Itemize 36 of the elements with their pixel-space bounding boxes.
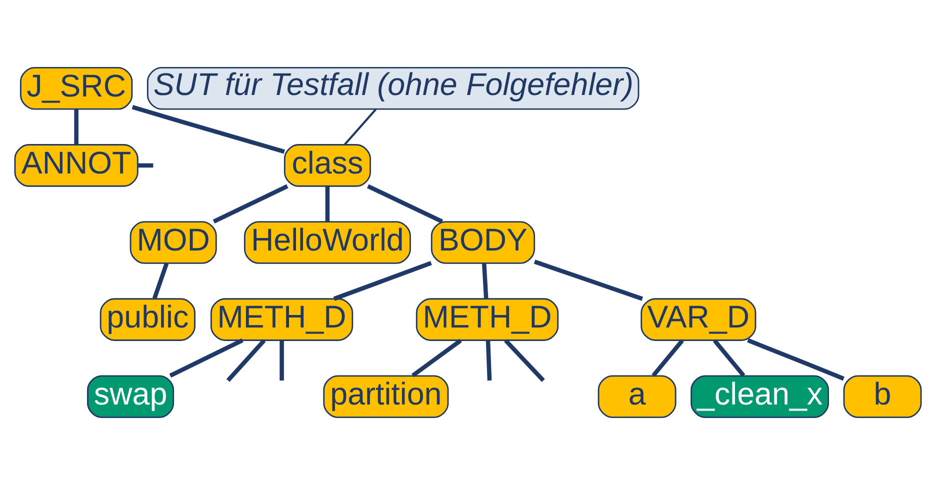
- node-box: J_SRC: [20, 67, 133, 110]
- connector: [152, 262, 169, 300]
- connector: [226, 339, 266, 382]
- connector: [482, 263, 488, 299]
- node-box: swap: [87, 375, 174, 418]
- node-box: VAR_D: [640, 298, 756, 341]
- node-box: b: [843, 375, 922, 418]
- node-box: class: [284, 144, 371, 187]
- node-box: METH_D: [416, 298, 559, 341]
- node-box: METH_D: [210, 298, 354, 341]
- connector: [132, 105, 285, 154]
- connector: [366, 184, 444, 224]
- node-box: BODY: [430, 221, 536, 264]
- node-box: partition: [323, 375, 449, 418]
- node-box: a: [598, 375, 676, 418]
- node-box: _clean_x: [690, 375, 829, 418]
- node-box: SUT für Testfall (ohne Folgefehler): [146, 67, 640, 110]
- connector: [138, 163, 154, 168]
- connector: [747, 338, 844, 381]
- connector: [504, 339, 545, 382]
- node-box: public: [100, 298, 196, 341]
- connector: [74, 109, 78, 144]
- connector: [344, 108, 377, 146]
- connector: [212, 184, 288, 224]
- connector: [486, 340, 492, 381]
- connector: [411, 338, 462, 378]
- node-box: ANNOT: [14, 144, 138, 187]
- connector: [325, 186, 330, 222]
- connector: [712, 339, 746, 377]
- connector: [169, 338, 244, 378]
- node-box: HelloWorld: [244, 221, 411, 264]
- connector: [333, 261, 432, 301]
- connector: [280, 340, 284, 380]
- connector: [652, 339, 684, 377]
- connector: [534, 260, 644, 301]
- node-box: MOD: [130, 221, 217, 264]
